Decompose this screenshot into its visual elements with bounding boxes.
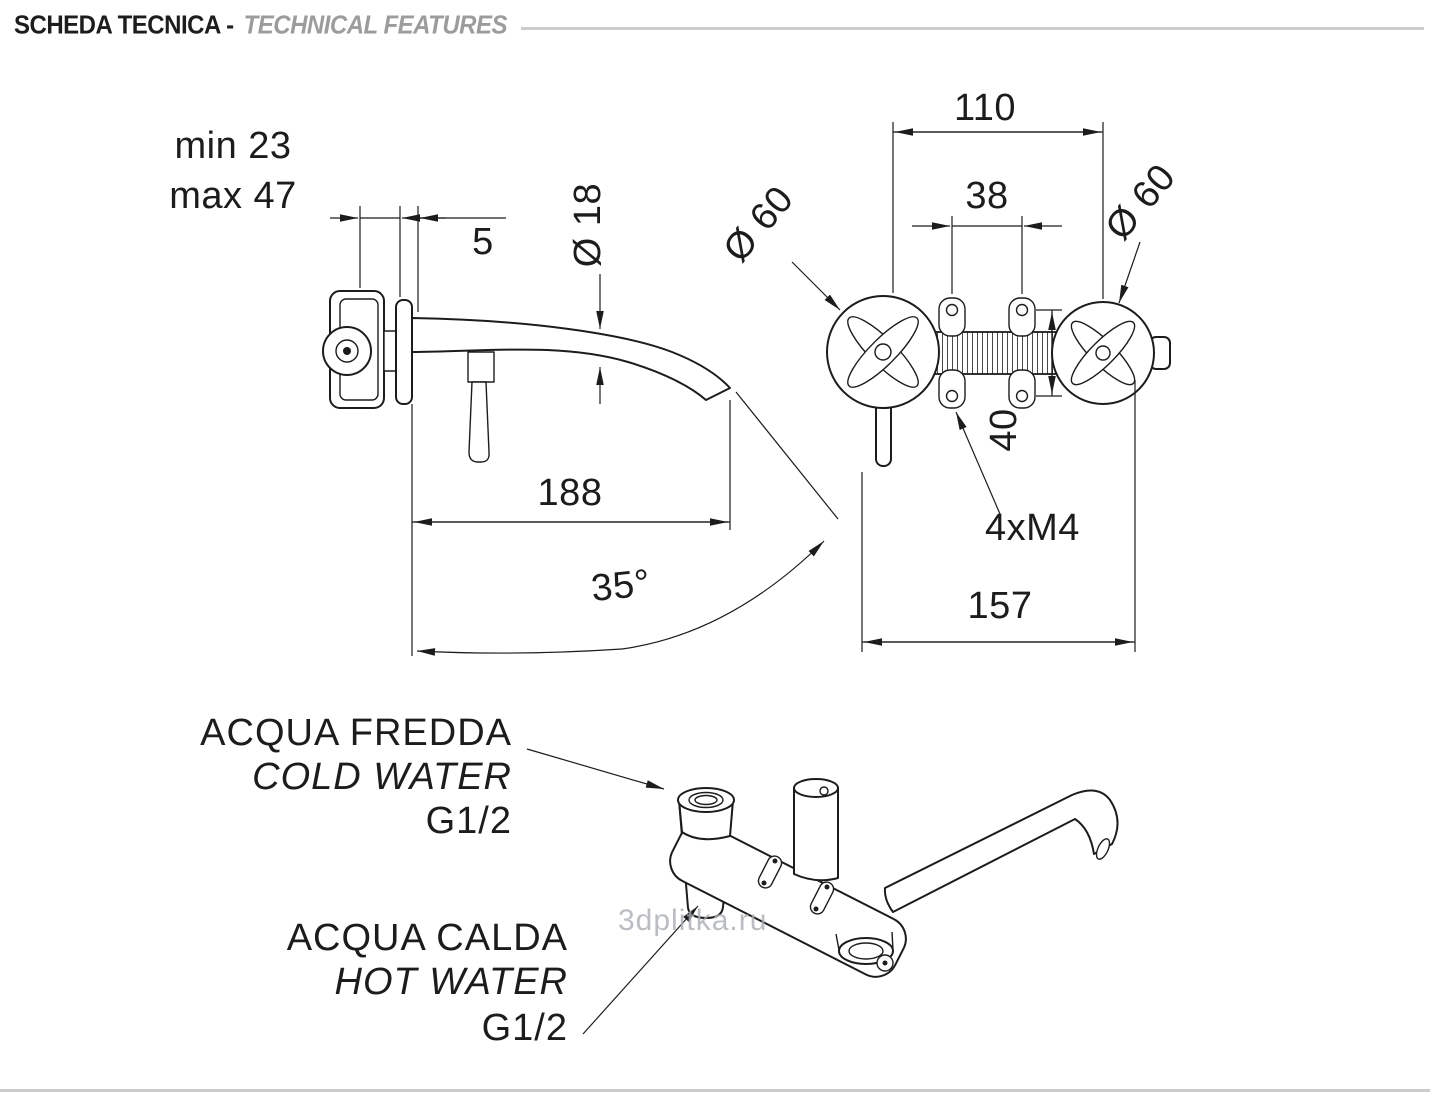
side-view: min 23 max 47 5 Ø 18 188 35° (169, 125, 839, 656)
mount-tab-bottom-right (1008, 369, 1036, 409)
front-view-drawing (826, 295, 1171, 467)
dim-screw-spacing-v-label: 40 (983, 408, 1025, 451)
front-view: 110 38 Ø 60 Ø 60 40 4xM4 157 (716, 87, 1184, 652)
cartridge-screw-hole (819, 786, 829, 796)
left-knob-hub (874, 343, 892, 361)
screw-hole-top-right (1015, 303, 1029, 317)
tab-a-hole-2 (772, 858, 778, 864)
dim-swivel-angle-label: 35° (589, 562, 652, 610)
dim-wall-min-label: min 23 (174, 125, 291, 167)
tab-b-hole-1 (813, 906, 819, 912)
header-title-english: TECHNICAL FEATURES (243, 10, 508, 41)
cartridge-boss (793, 787, 839, 882)
side-view-dimension-lines (330, 206, 839, 656)
screw-hole-bottom-right (1015, 389, 1029, 403)
front-view-dimension-lines (791, 122, 1141, 652)
dim-centers-width-label: 110 (954, 87, 1016, 129)
dim-screws-label: 4xM4 (985, 507, 1080, 549)
dim-total-width-label: 157 (968, 585, 1033, 627)
side-view-dimension-labels: min 23 max 47 5 Ø 18 188 35° (169, 125, 652, 610)
lever-base (467, 351, 495, 383)
body-tab-a (757, 855, 783, 889)
sheet-header: SCHEDA TECNICA - TECHNICAL FEATURES (14, 10, 1424, 41)
iso-view-drawing (669, 778, 1119, 978)
right-knob-hub (1095, 345, 1111, 361)
spout-side-profile (411, 317, 731, 401)
cartridge-shaft (383, 330, 397, 372)
dim-screw-spacing-h-label: 38 (965, 175, 1008, 217)
tab-b-hole-2 (824, 884, 830, 890)
watermark: 3dplitka.ru (618, 904, 767, 937)
cartridge-top-face (793, 778, 839, 798)
cold-water-label-english: COLD WATER (252, 756, 512, 798)
hot-water-label-english: HOT WATER (335, 961, 568, 1003)
tab-a-hole-1 (761, 880, 767, 886)
dim-spout-length-label: 188 (538, 472, 603, 514)
body-tab-b (809, 881, 835, 915)
side-view-drawing (322, 290, 731, 463)
iso-view-labels: ACQUA FREDDA COLD WATER G1/2 ACQUA CALDA… (200, 712, 767, 1049)
iso-view: ACQUA FREDDA COLD WATER G1/2 ACQUA CALDA… (200, 712, 1119, 1049)
iso-view-leaders (526, 748, 699, 1035)
hot-inlet-thread-ring (848, 942, 884, 960)
header-title-italian: SCHEDA TECNICA - (14, 10, 234, 41)
hot-water-thread-label: G1/2 (482, 1007, 568, 1049)
header-rule (521, 26, 1424, 30)
dim-plate-gap-label: 5 (472, 221, 494, 263)
cold-inlet-bore (694, 794, 718, 806)
dim-wall-max-label: max 47 (169, 175, 297, 217)
cold-water-thread-label: G1/2 (426, 800, 512, 842)
screw-hole-bottom-left (945, 389, 959, 403)
wall-plate (395, 299, 413, 405)
dim-knob-diameter-right-label: Ø 60 (1098, 156, 1184, 248)
hot-inlet-detail-center (882, 960, 888, 966)
dim-spout-diameter-label: Ø 18 (567, 183, 609, 267)
dim-knob-diameter-left-label: Ø 60 (716, 178, 802, 270)
mount-tab-top-right (1008, 297, 1036, 337)
footer-rule (0, 1089, 1430, 1092)
lever-handle-side (468, 381, 490, 463)
adjuster-knob-center (343, 347, 351, 355)
screw-hole-top-left (945, 303, 959, 317)
hot-water-label-italian: ACQUA CALDA (287, 917, 568, 959)
mount-tab-bottom-left (938, 369, 966, 409)
spout-iso (883, 789, 1119, 913)
mount-tab-top-left (938, 297, 966, 337)
spout-mouth (1095, 838, 1111, 860)
cold-water-label-italian: ACQUA FREDDA (200, 712, 512, 754)
